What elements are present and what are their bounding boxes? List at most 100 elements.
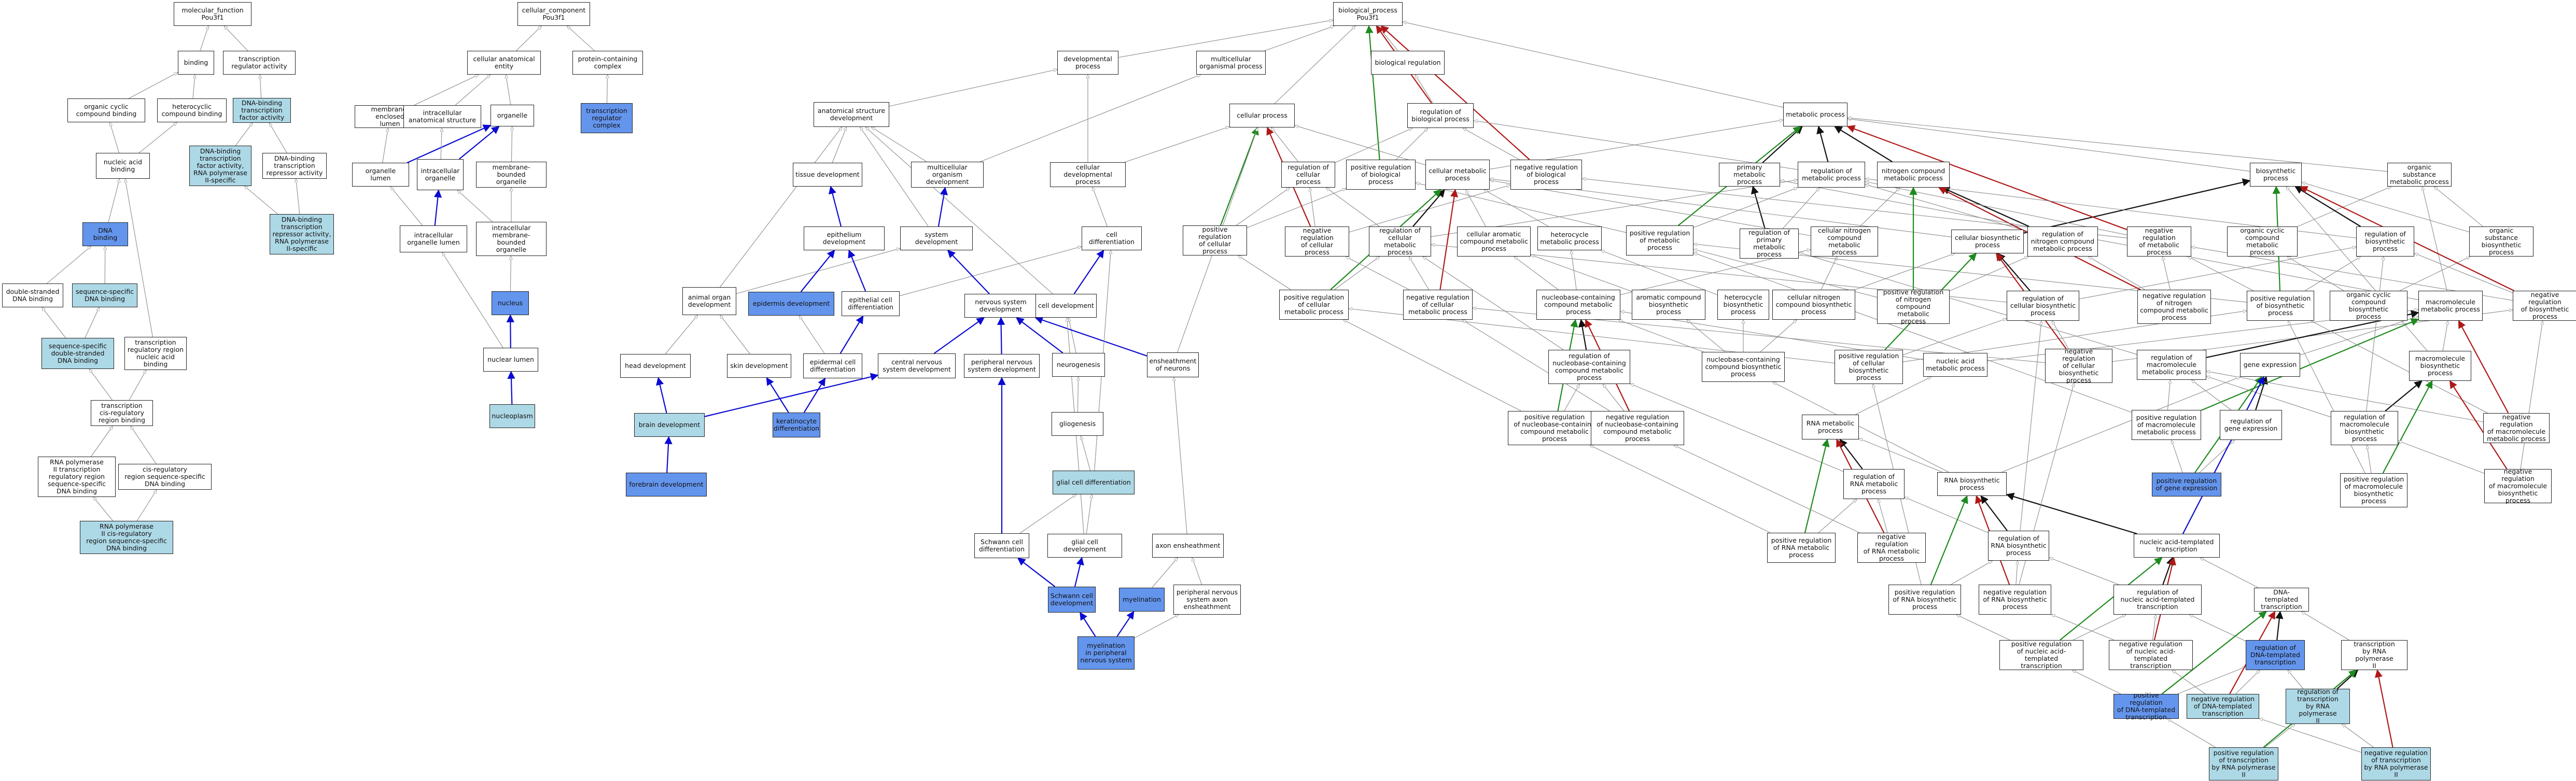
edge-prmp-rmp	[1693, 188, 1798, 228]
go-term-camp: cellular aromatic compound metabolic pro…	[1457, 226, 1531, 257]
go-term-aod: animal organ development	[682, 287, 736, 315]
go-term-trc: transcription regulator complex	[581, 103, 633, 133]
edge-rcmp-cmp	[1412, 189, 1446, 227]
go-term-rtrnap2: regulation of transcription by RNA polym…	[2286, 688, 2350, 725]
go-term-trnap2: transcription by RNA polymerase II	[2341, 640, 2407, 670]
edge-nrmbsp-mbsp	[2449, 380, 2508, 470]
go-term-nrmmp: negative regulation of macromolecule met…	[2483, 413, 2550, 443]
edge-nrmmp-mmp	[2458, 320, 2509, 414]
edge-camp-cmp	[1465, 190, 1486, 227]
go-term-cdiff: cell differentiation	[1082, 226, 1142, 250]
go-term-prrnamp: positive regulation of RNA metabolic pro…	[1767, 533, 1836, 563]
go-term-nrdtt: negative regulation of DNA-templated tra…	[2187, 694, 2259, 719]
go-term-dnab: DNA binding	[82, 222, 128, 246]
edge-rdtt-dtt	[2275, 610, 2284, 641]
go-term-devp: developmental process	[1057, 51, 1118, 75]
go-term-mop: multicellular organismal process	[1196, 51, 1266, 75]
go-term-hmp: heterocycle metabolic process	[1537, 226, 1602, 250]
go-term-prmp: positive regulation of metabolic process	[1626, 225, 1693, 255]
go-term-nrrnabp: negative regulation of RNA biosynthetic …	[1979, 585, 2051, 615]
go-term-binding: binding	[178, 51, 214, 75]
edge-nrbsp-rbsp	[2414, 253, 2513, 293]
go-term-rbsp: regulation of biosynthetic process	[2356, 226, 2414, 257]
go-term-gcd: glial cell differentiation	[1053, 471, 1135, 494]
edge-nrcmp-rcmp	[1409, 257, 1430, 290]
edge-crrssdna-tcrrb	[131, 426, 157, 464]
go-term-biorg: biological regulation	[1371, 51, 1445, 75]
go-term-bp: biological_process Pou3f1	[1333, 2, 1403, 26]
edge-neurog-nsd	[1016, 317, 1063, 353]
edge-nrmmp-rmmp	[2206, 371, 2484, 422]
edge-io-org	[458, 126, 500, 160]
go-term-rnap2trr: RNA polymerase II transcription regulato…	[38, 457, 116, 497]
edge-rnap2crr-crrssdna	[136, 490, 157, 521]
edge-binding-mf	[200, 26, 208, 51]
edge-rbp-biorg	[1415, 75, 1433, 104]
edge-mod-asd	[871, 127, 927, 162]
edge-nbcmp-camp	[1514, 257, 1559, 290]
edge-nl-nuc	[506, 314, 515, 348]
go-term-cdp: cellular developmental process	[1050, 162, 1126, 187]
go-term-axe: axon ensheathment	[1152, 534, 1224, 558]
edge-rcp-cp	[1271, 127, 1298, 162]
edge-cncbp-cbp	[1855, 253, 1955, 290]
go-term-prrnabp: positive regulation of RNA biosynthetic …	[1888, 585, 1961, 615]
go-term-nbcbp: nucleobase-containing compound biosynthe…	[1702, 352, 1785, 382]
edge-scd-gcd	[1019, 494, 1076, 534]
edge-nrbp-bp	[1380, 25, 1530, 160]
edge-prmbsp-prbsp	[2288, 321, 2365, 474]
edge-org-cae	[506, 75, 511, 105]
edge-rrnamp-rnamp	[1839, 438, 1863, 470]
edge-rnamp-namp	[1855, 376, 1931, 415]
edge-rncmp-ncmp	[1941, 187, 2029, 228]
go-term-hbp: heterocycle biosynthetic process	[1717, 290, 1769, 320]
edge-dbtra2-dbtfa2	[244, 186, 278, 215]
edge-nrmbsp-rmbsp	[2398, 441, 2485, 474]
edge-nrnatt-nrrnabp	[2051, 615, 2115, 641]
go-term-acbp: aromatic compound biosynthetic process	[1632, 290, 1705, 320]
edge-prbp-rbp	[1395, 128, 1428, 160]
edge-nrnbcmp-rnbcmp	[1603, 384, 1625, 411]
go-term-ge: gene expression	[2240, 353, 2300, 377]
go-term-osbp: organic substance biosynthetic process	[2469, 226, 2533, 257]
go-term-tcrrb: transcription cis-regulatory region bind…	[91, 400, 153, 426]
edge-pnsae-axe	[1192, 558, 1202, 585]
go-term-prdtt: positive regulation of DNA-templated tra…	[2113, 692, 2179, 721]
edge-rrnamp-rnbcmp	[1630, 384, 1844, 472]
edge-nbcmp-hmp	[1571, 250, 1577, 290]
go-term-fbd: forebrain development	[626, 473, 707, 496]
go-term-occbp: organic cyclic compound biosynthetic pro…	[2330, 291, 2407, 321]
go-term-nuc: nucleus	[492, 291, 529, 315]
edge-nrnatt-rnatt	[2152, 615, 2156, 641]
go-term-dbtfa: DNA-binding transcription factor activit…	[233, 98, 291, 123]
go-term-rnamp: RNA metabolic process	[1802, 415, 1859, 439]
edge-mmp-osmp	[2422, 187, 2447, 291]
edge-trnap2-dtt	[2301, 612, 2349, 641]
go-term-nrncmp: negative regulation of nitrogen compound…	[2137, 290, 2211, 324]
edge-rnap2crr-rnap2trr	[93, 497, 114, 521]
edge-prmmp-mmp	[2201, 318, 2419, 411]
go-term-ed: epithelium development	[804, 226, 885, 250]
edge-prncmp-prmp	[1693, 249, 1878, 298]
go-term-glcd: glial cell development	[1047, 534, 1122, 558]
go-term-nrbsp: negative regulation of biosynthetic proc…	[2513, 291, 2576, 321]
edge-td-asd	[832, 127, 846, 163]
edge-occb-binding	[128, 72, 178, 99]
go-term-pcc: protein-containing complex	[572, 51, 643, 75]
edge-cnsd-nsd	[933, 317, 985, 354]
go-term-mmp: macromolecule metabolic process	[2418, 291, 2483, 321]
edge-prdtt-prnatt	[2072, 670, 2121, 694]
edge-nrmmp-nrmp	[2188, 256, 2488, 414]
edge-np-nl	[507, 371, 515, 405]
edge-rcmp-rcp	[1326, 188, 1380, 227]
go-term-skind: skin development	[727, 354, 791, 378]
edge-osbp-bsp	[2302, 182, 2470, 233]
edge-rnabp-nbcbp	[1773, 381, 1949, 473]
go-term-pnsd: peripheral nervous system development	[964, 354, 1040, 378]
edge-prnatt-natt	[2060, 557, 2163, 641]
edge-asd-devp	[889, 69, 1057, 107]
edge-nrmp-rmp	[1865, 181, 2127, 235]
go-term-trreg: transcription regulator activity	[223, 51, 296, 75]
edge-dbtra-dbtfa	[269, 123, 287, 153]
edge-nbcbp-cncbp	[1760, 320, 1797, 352]
